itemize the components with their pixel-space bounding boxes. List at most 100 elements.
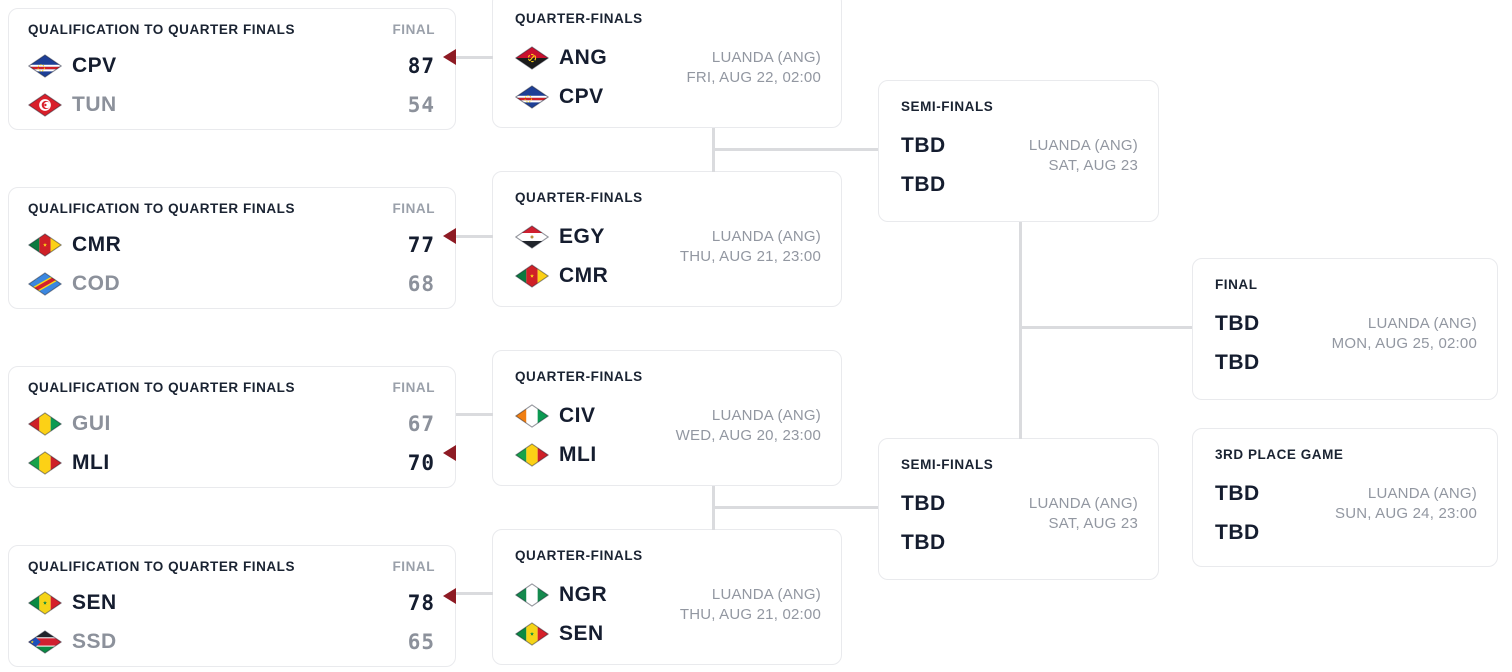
team-row: CPV bbox=[515, 83, 821, 111]
match-venue: LUANDA (ANG) bbox=[1028, 137, 1138, 154]
match-venue: LUANDA (ANG) bbox=[711, 586, 821, 603]
team-code: SEN bbox=[72, 591, 117, 614]
mli-flag-icon bbox=[28, 451, 62, 475]
match-card-final[interactable]: FINAL TBD TBD LUANDA (ANG) MON, AUG 25, … bbox=[1192, 258, 1498, 400]
status-label: FINAL bbox=[392, 559, 435, 574]
connector-line bbox=[1019, 326, 1192, 329]
ngr-flag-icon bbox=[515, 583, 549, 607]
match-venue-block: LUANDA (ANG) SAT, AUG 23 bbox=[1029, 494, 1138, 534]
connector-line bbox=[1019, 222, 1022, 439]
winner-arrow-icon bbox=[443, 228, 456, 244]
tun-flag-icon bbox=[28, 93, 62, 117]
match-card-semifinal-2[interactable]: SEMI-FINALS TBD TBD LUANDA (ANG) SAT, AU… bbox=[878, 438, 1159, 580]
team-row: SEN bbox=[515, 620, 821, 648]
match-venue: LUANDA (ANG) bbox=[711, 49, 821, 66]
match-card-semifinal-1[interactable]: SEMI-FINALS TBD TBD LUANDA (ANG) SAT, AU… bbox=[878, 80, 1159, 222]
winner-arrow-icon bbox=[443, 49, 456, 65]
team-code: EGY bbox=[559, 225, 605, 248]
ssd-flag-icon bbox=[28, 630, 62, 654]
stage-label: QUALIFICATION TO QUARTER FINALS bbox=[28, 559, 296, 574]
match-card-third-place[interactable]: 3RD PLACE GAME TBD TBD LUANDA (ANG) SUN,… bbox=[1192, 428, 1498, 567]
stage-label: QUARTER-FINALS bbox=[515, 369, 643, 384]
match-datetime: MON, AUG 25, 02:00 bbox=[1331, 335, 1477, 352]
team-code: CMR bbox=[559, 264, 609, 287]
match-card-quarterfinal-1[interactable]: QUARTER-FINALS ANG bbox=[492, 0, 842, 128]
match-card-qualification-1[interactable]: QUALIFICATION TO QUARTER FINALS FINAL CP… bbox=[8, 8, 456, 130]
connector-line bbox=[456, 56, 493, 59]
team-row: MLI 70 bbox=[28, 449, 435, 477]
team-code: TBD bbox=[1215, 482, 1260, 505]
match-card-qualification-2[interactable]: QUALIFICATION TO QUARTER FINALS FINAL CM… bbox=[8, 187, 456, 309]
match-card-quarterfinal-3[interactable]: QUARTER-FINALS CIV M bbox=[492, 350, 842, 486]
connector-line bbox=[712, 148, 878, 151]
cpv-flag-icon bbox=[28, 54, 62, 78]
team-code: CIV bbox=[559, 404, 596, 427]
match-venue-block: LUANDA (ANG) WED, AUG 20, 23:00 bbox=[676, 406, 821, 446]
mli-flag-icon bbox=[515, 443, 549, 467]
ang-flag-icon bbox=[515, 46, 549, 70]
team-row: CPV 87 bbox=[28, 52, 435, 80]
team-score: 77 bbox=[407, 233, 435, 257]
team-code: MLI bbox=[559, 443, 597, 466]
team-score: 67 bbox=[407, 412, 435, 436]
stage-label: SEMI-FINALS bbox=[901, 99, 994, 114]
team-score: 68 bbox=[407, 272, 435, 296]
stage-label: 3RD PLACE GAME bbox=[1215, 447, 1344, 462]
match-card-qualification-3[interactable]: QUALIFICATION TO QUARTER FINALS FINAL GU… bbox=[8, 366, 456, 488]
match-venue-block: LUANDA (ANG) MON, AUG 25, 02:00 bbox=[1332, 314, 1477, 354]
team-code: SSD bbox=[72, 630, 117, 653]
team-row: TUN 54 bbox=[28, 91, 435, 119]
status-label: FINAL bbox=[392, 380, 435, 395]
sen-flag-icon bbox=[515, 622, 549, 646]
stage-label: QUALIFICATION TO QUARTER FINALS bbox=[28, 380, 296, 395]
team-score: 87 bbox=[407, 54, 435, 78]
match-venue: LUANDA (ANG) bbox=[1028, 495, 1138, 512]
team-row: CMR bbox=[515, 262, 821, 290]
stage-label: QUARTER-FINALS bbox=[515, 190, 643, 205]
team-row: COD 68 bbox=[28, 270, 435, 298]
stage-label: QUALIFICATION TO QUARTER FINALS bbox=[28, 22, 296, 37]
match-venue-block: LUANDA (ANG) FRI, AUG 22, 02:00 bbox=[687, 48, 822, 88]
team-score: 65 bbox=[407, 630, 435, 654]
team-code: TBD bbox=[901, 173, 946, 196]
status-label: FINAL bbox=[392, 22, 435, 37]
stage-label: QUARTER-FINALS bbox=[515, 11, 643, 26]
egy-flag-icon bbox=[515, 225, 549, 249]
team-code: TBD bbox=[1215, 312, 1260, 335]
stage-label: QUALIFICATION TO QUARTER FINALS bbox=[28, 201, 296, 216]
team-row: TBD bbox=[901, 171, 1138, 199]
team-row: TBD bbox=[901, 132, 1138, 160]
stage-label: QUARTER-FINALS bbox=[515, 548, 643, 563]
team-row: NGR bbox=[515, 581, 821, 609]
team-code: MLI bbox=[72, 451, 110, 474]
team-row: SSD 65 bbox=[28, 628, 435, 656]
match-venue-block: LUANDA (ANG) SAT, AUG 23 bbox=[1029, 136, 1138, 176]
team-code: GUI bbox=[72, 412, 111, 435]
team-row: GUI 67 bbox=[28, 410, 435, 438]
status-label: FINAL bbox=[392, 201, 435, 216]
team-row: TBD bbox=[1215, 310, 1477, 338]
connector-line bbox=[456, 235, 493, 238]
match-venue-block: LUANDA (ANG) THU, AUG 21, 02:00 bbox=[680, 585, 821, 625]
connector-line bbox=[456, 413, 493, 416]
connector-line bbox=[712, 506, 878, 509]
cod-flag-icon bbox=[28, 272, 62, 296]
gui-flag-icon bbox=[28, 412, 62, 436]
winner-arrow-icon bbox=[443, 588, 456, 604]
match-card-quarterfinal-2[interactable]: QUARTER-FINALS EGY bbox=[492, 171, 842, 307]
team-code: TBD bbox=[901, 531, 946, 554]
team-score: 70 bbox=[407, 451, 435, 475]
stage-label: SEMI-FINALS bbox=[901, 457, 994, 472]
match-card-qualification-4[interactable]: QUALIFICATION TO QUARTER FINALS FINAL SE… bbox=[8, 545, 456, 667]
match-venue: LUANDA (ANG) bbox=[711, 228, 821, 245]
match-datetime: SAT, AUG 23 bbox=[1048, 515, 1138, 532]
team-row: TBD bbox=[1215, 519, 1477, 547]
match-datetime: SAT, AUG 23 bbox=[1048, 157, 1138, 174]
team-row: CMR 77 bbox=[28, 231, 435, 259]
match-venue: LUANDA (ANG) bbox=[1367, 315, 1477, 332]
match-card-quarterfinal-4[interactable]: QUARTER-FINALS NGR bbox=[492, 529, 842, 665]
team-row: ANG bbox=[515, 44, 821, 72]
cmr-flag-icon bbox=[515, 264, 549, 288]
team-row: SEN 78 bbox=[28, 589, 435, 617]
team-code: ANG bbox=[559, 46, 608, 69]
